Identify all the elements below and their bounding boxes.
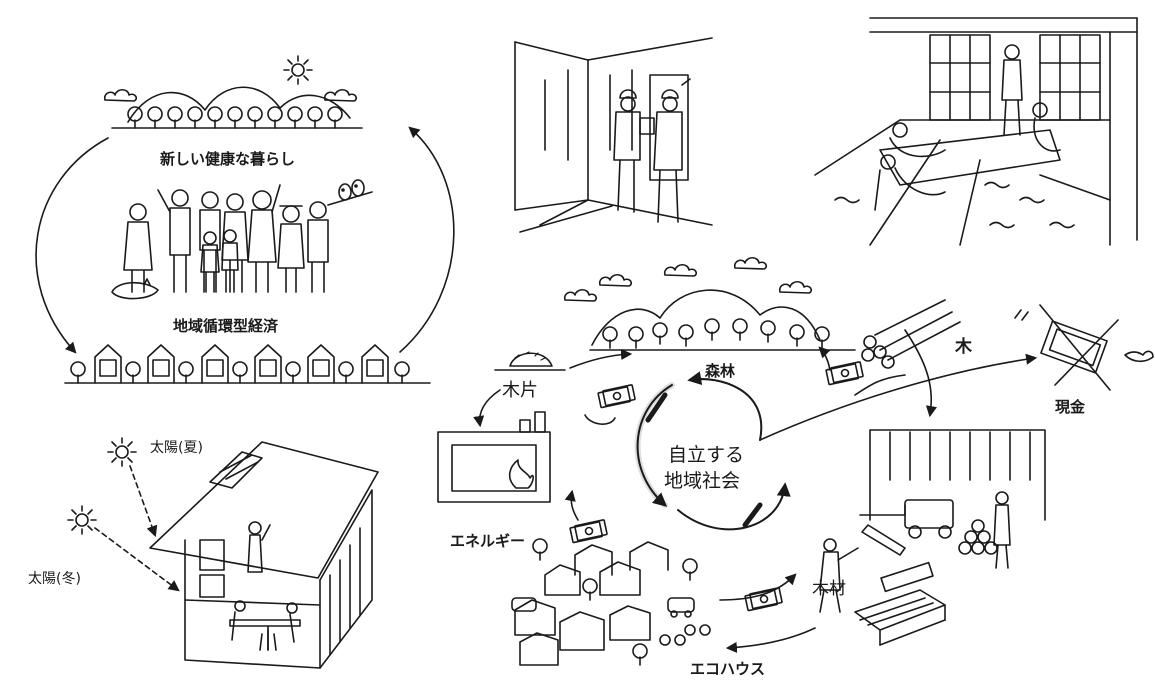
log-icon <box>861 299 961 369</box>
eco-town <box>511 538 711 666</box>
sun-icon <box>107 437 137 467</box>
label-eco-house: エコハウス <box>690 660 766 678</box>
interior-inspection-panel <box>514 37 713 233</box>
label-new-life: 新しい健康な暮らし <box>160 150 296 168</box>
cash-crossed <box>1014 304 1154 391</box>
cycle-diagram <box>437 256 1154 666</box>
sun-icon <box>67 505 97 535</box>
label-lumber: 木材 <box>812 579 846 599</box>
energy-plant <box>437 411 551 503</box>
lumber-stack <box>854 561 946 646</box>
people-group <box>111 179 373 300</box>
solar-panel-icon <box>209 451 263 489</box>
label-center-line2: 地域社会 <box>664 470 741 492</box>
bird-icon <box>327 179 373 206</box>
label-cash: 現金 <box>1055 398 1086 416</box>
money-icon <box>569 518 608 544</box>
tree-icon <box>602 318 830 349</box>
money-icon <box>744 586 783 612</box>
label-wood: 木 <box>955 337 972 357</box>
community-panel <box>35 55 455 384</box>
label-sun-winter: 太陽(冬) <box>28 571 81 587</box>
label-regional-economy: 地域循環型経済 <box>173 317 279 335</box>
label-forest: 森林 <box>705 362 736 380</box>
fire-icon <box>508 459 534 489</box>
label-center-line1: 自立する <box>668 444 745 466</box>
label-sun-summer: 太陽(夏) <box>150 440 203 456</box>
floor-installation-panel <box>814 17 1138 246</box>
money-icon <box>825 360 864 386</box>
eco-house-panel <box>67 437 379 669</box>
lumber-yard <box>859 429 1046 569</box>
sun-icon <box>283 55 313 85</box>
label-wood-chips: 木片 <box>502 380 538 401</box>
carpenter <box>819 538 859 613</box>
label-energy: エネルギー <box>450 532 526 550</box>
money-icon <box>597 383 636 409</box>
house-row <box>64 344 431 384</box>
